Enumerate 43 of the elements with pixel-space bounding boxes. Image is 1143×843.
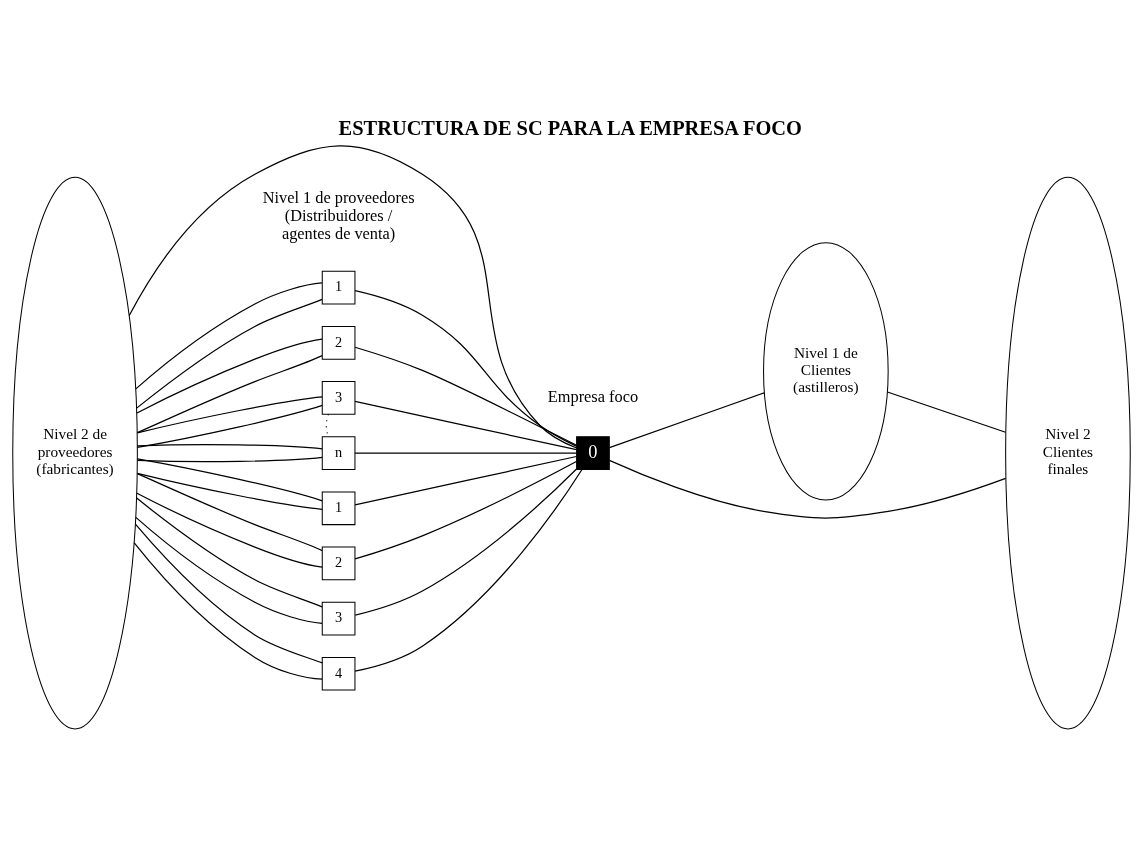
connector <box>354 346 578 446</box>
connector <box>136 472 323 551</box>
connector <box>608 459 1007 519</box>
connector <box>135 281 323 389</box>
connector <box>136 496 323 607</box>
node-box: n <box>321 435 356 470</box>
connector <box>135 516 323 624</box>
connector <box>136 492 323 568</box>
connector <box>136 472 323 510</box>
connector <box>354 455 577 505</box>
connector <box>608 391 765 448</box>
connector <box>354 452 577 454</box>
label: Empresa foco <box>547 386 639 406</box>
connector <box>136 337 323 414</box>
connector <box>136 456 323 462</box>
connector <box>136 298 323 409</box>
node-ellipse: Nivel 2 Clientes finales <box>1005 176 1131 729</box>
connector <box>136 457 323 501</box>
connector <box>886 390 1007 433</box>
node-box: 3 <box>321 601 356 635</box>
connector <box>354 468 583 672</box>
node-box: 2 <box>321 325 356 360</box>
node-ellipse: Nivel 2 de proveedores (fabricantes) <box>12 176 138 729</box>
node-box: 4 <box>321 656 356 691</box>
label: Nivel 1 de proveedores (Distribuidores / agentes de venta) <box>262 187 415 243</box>
node-box: 1 <box>321 270 356 304</box>
connector <box>136 443 323 449</box>
connector <box>354 460 577 560</box>
node-ellipse: Nivel 1 de Clientes (astilleros) <box>763 241 889 501</box>
connector <box>136 404 323 448</box>
connector <box>133 541 323 680</box>
node-box: 1 <box>321 490 356 525</box>
connector <box>136 354 323 433</box>
node-box: 0 <box>576 435 610 470</box>
connector <box>135 523 323 664</box>
connector <box>354 400 577 450</box>
connector <box>136 395 323 434</box>
connector <box>354 467 578 616</box>
diagram-title: ESTRUCTURA DE SC PARA LA EMPRESA FOCO <box>338 115 802 138</box>
node-box: 3 <box>321 380 356 415</box>
connector <box>128 144 578 449</box>
node-box: 2 <box>321 546 356 580</box>
connector <box>354 289 577 447</box>
